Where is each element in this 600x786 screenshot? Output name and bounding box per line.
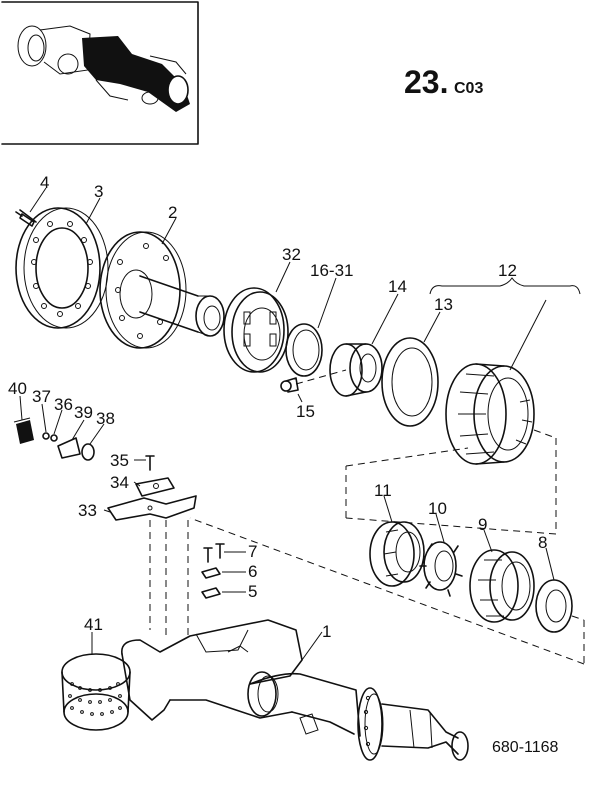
callout-33: 33 [78,501,97,520]
plug-15 [280,377,299,393]
balls-37-36 [42,432,58,442]
bearing-cup-11 [369,521,425,587]
bracket-33 [107,495,197,521]
callout-labels: 1 2 3 4 5 6 7 8 9 10 11 12 13 14 15 16-3… [8,173,547,641]
callout-37: 37 [32,387,51,406]
callout-7: 7 [248,542,257,561]
hub-assembly-12 [429,277,581,465]
lug-40 [13,417,34,444]
seal-ring-16-31 [285,323,323,377]
sleeve-38 [81,443,95,461]
callout-10: 10 [428,499,447,518]
callout-3: 3 [94,182,103,201]
bolt-4 [15,209,37,227]
callout-13: 13 [434,295,453,314]
strap-34 [135,477,175,497]
bearing-32 [223,287,289,373]
callout-12: 12 [498,261,517,280]
bearing-cone-14 [329,343,383,397]
callout-2: 2 [168,203,177,222]
callout-16-31: 16-31 [310,261,353,280]
section-suffix: C03 [454,80,483,97]
callout-1: 1 [322,622,331,641]
callout-4: 4 [40,173,49,192]
callout-39: 39 [74,403,93,422]
section-number: 23. [404,64,448,100]
bearing-race-9 [469,549,535,623]
callout-9: 9 [478,515,487,534]
callout-8: 8 [538,533,547,552]
callout-35: 35 [110,451,129,470]
axle-housing-1 [121,619,469,761]
brake-disc-3 [15,207,109,329]
callout-14: 14 [388,277,407,296]
screw-7 [203,543,225,563]
screw-35 [145,455,155,471]
pin-39 [57,437,81,459]
axle-shaft-flange-2 [99,231,225,349]
callout-32: 32 [282,245,301,264]
drawing-number: 680-1168 [492,739,559,756]
axle-assembly-thumbnail [1,1,199,145]
bushing-6 [201,567,221,579]
callout-40: 40 [8,379,27,398]
bushing-5 [201,587,221,599]
callout-36: 36 [54,395,73,414]
ring-13 [381,337,439,427]
callout-15: 15 [296,402,315,421]
callout-38: 38 [96,409,115,428]
seal-8 [535,579,573,633]
callout-41: 41 [84,615,103,634]
brake-drum-lining-41 [61,653,131,731]
callout-34: 34 [110,473,129,492]
callout-11: 11 [374,481,392,500]
callout-5: 5 [248,582,257,601]
callout-6: 6 [248,562,257,581]
nut-10 [419,541,463,597]
